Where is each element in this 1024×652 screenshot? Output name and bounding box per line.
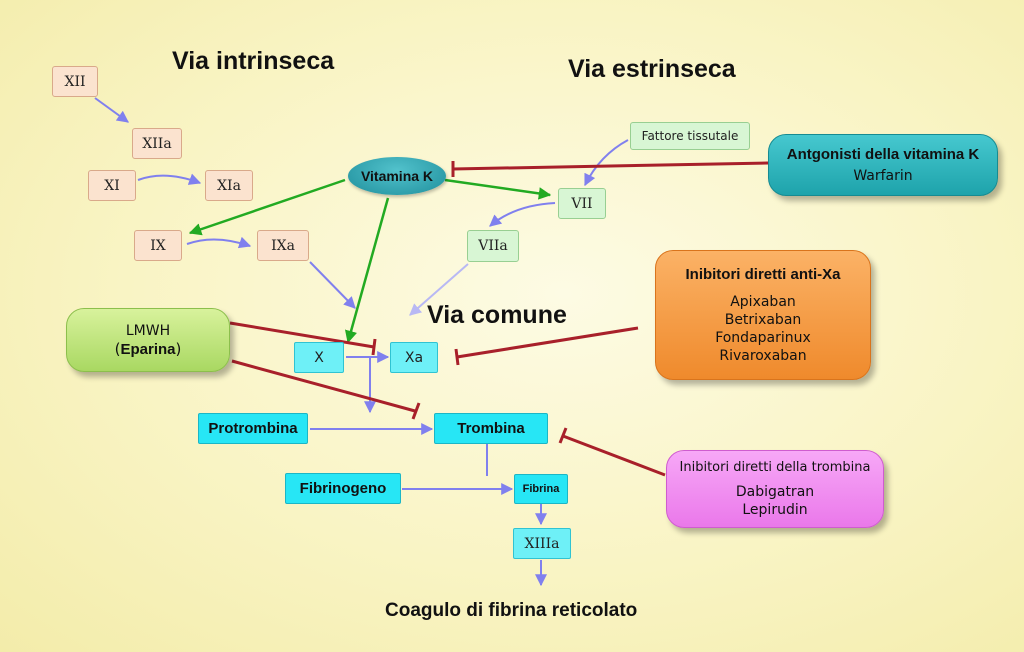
thrombin-inhibitors-heading: Inibitori diretti della trombina — [679, 460, 871, 475]
arrow-ixa-xa — [309, 261, 356, 309]
inhibit-dti-thrombin — [562, 434, 666, 477]
vitamin-k: Vitamina K — [348, 157, 446, 195]
heparin-name: Eparina — [120, 340, 176, 358]
tissue-factor: Fattore tissutale — [630, 122, 750, 150]
factor-ixa: IXa — [257, 230, 309, 261]
factor-xii: XII — [52, 66, 98, 97]
drug-rivaroxaban: Rivaroxaban — [719, 347, 807, 364]
inhibition-lines — [229, 161, 769, 477]
inhibit-dti-thrombin-bar — [558, 427, 568, 444]
title-crosslinked-fibrin-clot: Coagulo di fibrina reticolato — [385, 600, 638, 621]
factor-xiia: XIIa — [132, 128, 182, 159]
vitk-arrow-ix — [188, 178, 346, 236]
drug-fondaparinux: Fondaparinux — [715, 329, 811, 346]
inhibit-antixa-xa-bar — [454, 348, 460, 366]
factor-x: X — [294, 342, 344, 373]
prothrombin: Protrombina — [198, 413, 308, 444]
thrombin-inhibitors-box: Inibitori diretti della trombina Dabigat… — [666, 450, 884, 528]
factor-xa: Xa — [390, 342, 438, 373]
vitk-arrow-vii — [444, 178, 552, 200]
lmwh-label: LMWH — [125, 322, 171, 339]
inhibit-vka-vitk — [452, 161, 769, 171]
arrow-tissue-factor-vii — [584, 139, 629, 187]
factor-xiiia: XIIIa — [513, 528, 571, 559]
inhibit-lmwh-x-bar — [371, 338, 377, 356]
drug-apixaban: Apixaban — [730, 293, 796, 310]
inhibit-lmwh-thrombin-bar — [411, 402, 421, 420]
inhibit-lmwh-x — [229, 321, 375, 349]
factor-xi: XI — [88, 170, 136, 201]
factor-vii: VII — [558, 188, 606, 219]
drug-betrixaban: Betrixaban — [724, 311, 802, 328]
arrow-xii-xiia — [94, 97, 129, 123]
arrow-viia-xa — [409, 263, 469, 316]
arrow-vii-viia — [489, 202, 556, 227]
factor-ix: IX — [134, 230, 182, 261]
lmwh-box: LMWH (Eparina) — [66, 308, 230, 372]
fibrinogen: Fibrinogeno — [285, 473, 401, 504]
vka-box: Antgonisti della vitamina K Warfarin — [768, 134, 998, 196]
anti-xa-heading: Inibitori diretti anti-Xa — [685, 265, 841, 283]
heparin-label: (Eparina) — [114, 339, 182, 358]
vitk-arrow-x — [344, 197, 390, 344]
thrombin: Trombina — [434, 413, 548, 444]
drug-dabigatran: Dabigatran — [735, 484, 815, 500]
title-common-pathway: Via comune — [427, 301, 567, 329]
inhibit-lmwh-thrombin — [231, 359, 416, 413]
factor-xia: XIa — [205, 170, 253, 201]
anti-xa-box: Inibitori diretti anti-Xa Apixaban Betri… — [655, 250, 871, 380]
fibrin: Fibrina — [514, 474, 568, 504]
drug-lepirudin: Lepirudin — [742, 502, 808, 518]
factor-viia: VIIa — [467, 230, 519, 262]
drug-warfarin: Warfarin — [853, 167, 913, 184]
vka-heading: Antgonisti della vitamina K — [786, 145, 980, 163]
arrow-xi-xia — [137, 173, 202, 185]
arrow-ix-ixa — [186, 236, 252, 249]
title-intrinsic-pathway: Via intrinseca — [172, 47, 335, 75]
inhibit-antixa-xa — [456, 326, 639, 359]
title-extrinsic-pathway: Via estrinseca — [568, 55, 736, 83]
